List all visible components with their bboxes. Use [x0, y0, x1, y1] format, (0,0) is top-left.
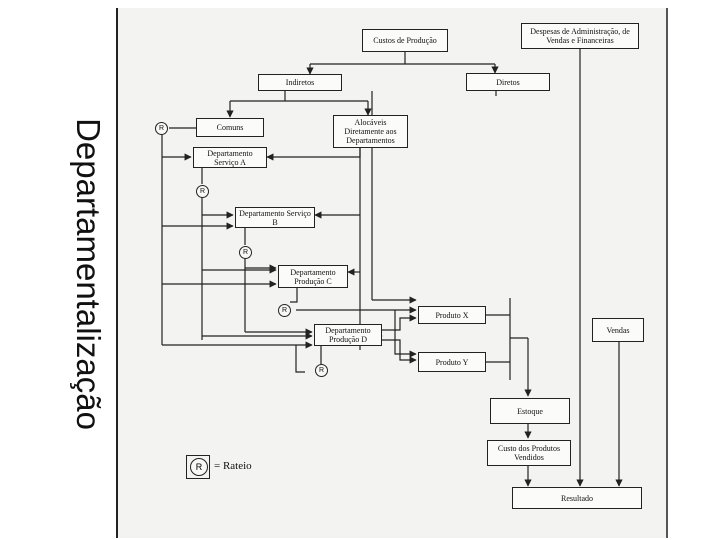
legend-frame	[186, 455, 210, 479]
line-aloc-to-a	[266, 148, 361, 161]
box-produto-x: Produto X	[418, 306, 486, 324]
line-d-to-x	[382, 314, 417, 331]
legend-symbol: R	[195, 462, 203, 472]
label-produto-x: Produto X	[435, 310, 469, 320]
rateio-symbol: R	[281, 307, 288, 314]
rateio-circle-comuns: R	[155, 122, 168, 135]
label-produto-y: Produto Y	[435, 357, 469, 367]
line-c-r4	[290, 288, 298, 303]
label-indiretos: Indiretos	[285, 78, 315, 87]
label-producao-c: Departamento Produção C	[290, 267, 336, 286]
legend-rateio-circle: R	[190, 458, 208, 476]
box-cpv: Custo dos Produtos Vendidos	[487, 440, 571, 466]
label-producao-d: Departamento Produção D	[325, 326, 371, 344]
rateio-symbol: R	[318, 367, 325, 374]
rateio-symbol: R	[158, 125, 165, 132]
box-resultado: Resultado	[512, 487, 642, 509]
box-despesas: Despesas de Administração, de Vendas e F…	[521, 23, 639, 49]
rateio-circle-producao-c: R	[278, 304, 291, 317]
label-custos: Custos de Produção	[373, 36, 437, 45]
box-alocaveis: Alocáveis Diretamente aos Departamentos	[333, 115, 408, 148]
label-resultado: Resultado	[561, 493, 593, 503]
rateio-circle-servico-b: R	[239, 246, 252, 259]
label-vendas: Vendas	[606, 325, 630, 335]
box-producao-d: Departamento Produção D	[314, 324, 382, 346]
label-alocaveis: Alocáveis Diretamente aos Departamentos	[344, 118, 397, 145]
box-estoque: Estoque	[490, 398, 570, 424]
line-r5-back	[295, 345, 305, 373]
rateio-symbol: R	[199, 188, 206, 195]
label-servico-a: Departamento Serviço A	[207, 148, 253, 167]
box-servico-a: Departamento Serviço A	[193, 147, 267, 168]
box-custos-producao: Custos de Produção	[362, 29, 448, 52]
line-c-to-y	[394, 310, 417, 358]
rateio-circle-producao-d: R	[315, 364, 328, 377]
label-cpv: Custo dos Produtos Vendidos	[497, 444, 561, 462]
rateio-symbol: R	[242, 249, 249, 256]
box-produto-y: Produto Y	[418, 352, 486, 372]
line-d-to-y	[382, 339, 417, 364]
box-producao-c: Departamento Produção C	[278, 265, 348, 288]
box-vendas: Vendas	[592, 318, 644, 342]
box-servico-b: Departamento Serviço B	[235, 207, 315, 228]
legend-label: = Rateio	[214, 460, 252, 472]
rateio-circle-servico-a: R	[196, 185, 209, 198]
label-servico-b: Departamento Serviço B	[239, 208, 311, 227]
box-indiretos: Indiretos	[258, 74, 342, 91]
box-comuns: Comuns	[196, 118, 264, 137]
label-estoque: Estoque	[517, 406, 543, 416]
label-comuns: Comuns	[216, 123, 244, 132]
label-diretos: Diretos	[496, 77, 520, 87]
diagram-paper	[116, 8, 668, 538]
box-diretos: Diretos	[466, 73, 550, 91]
label-despesas: Despesas de Administração, de Vendas e F…	[530, 27, 630, 45]
